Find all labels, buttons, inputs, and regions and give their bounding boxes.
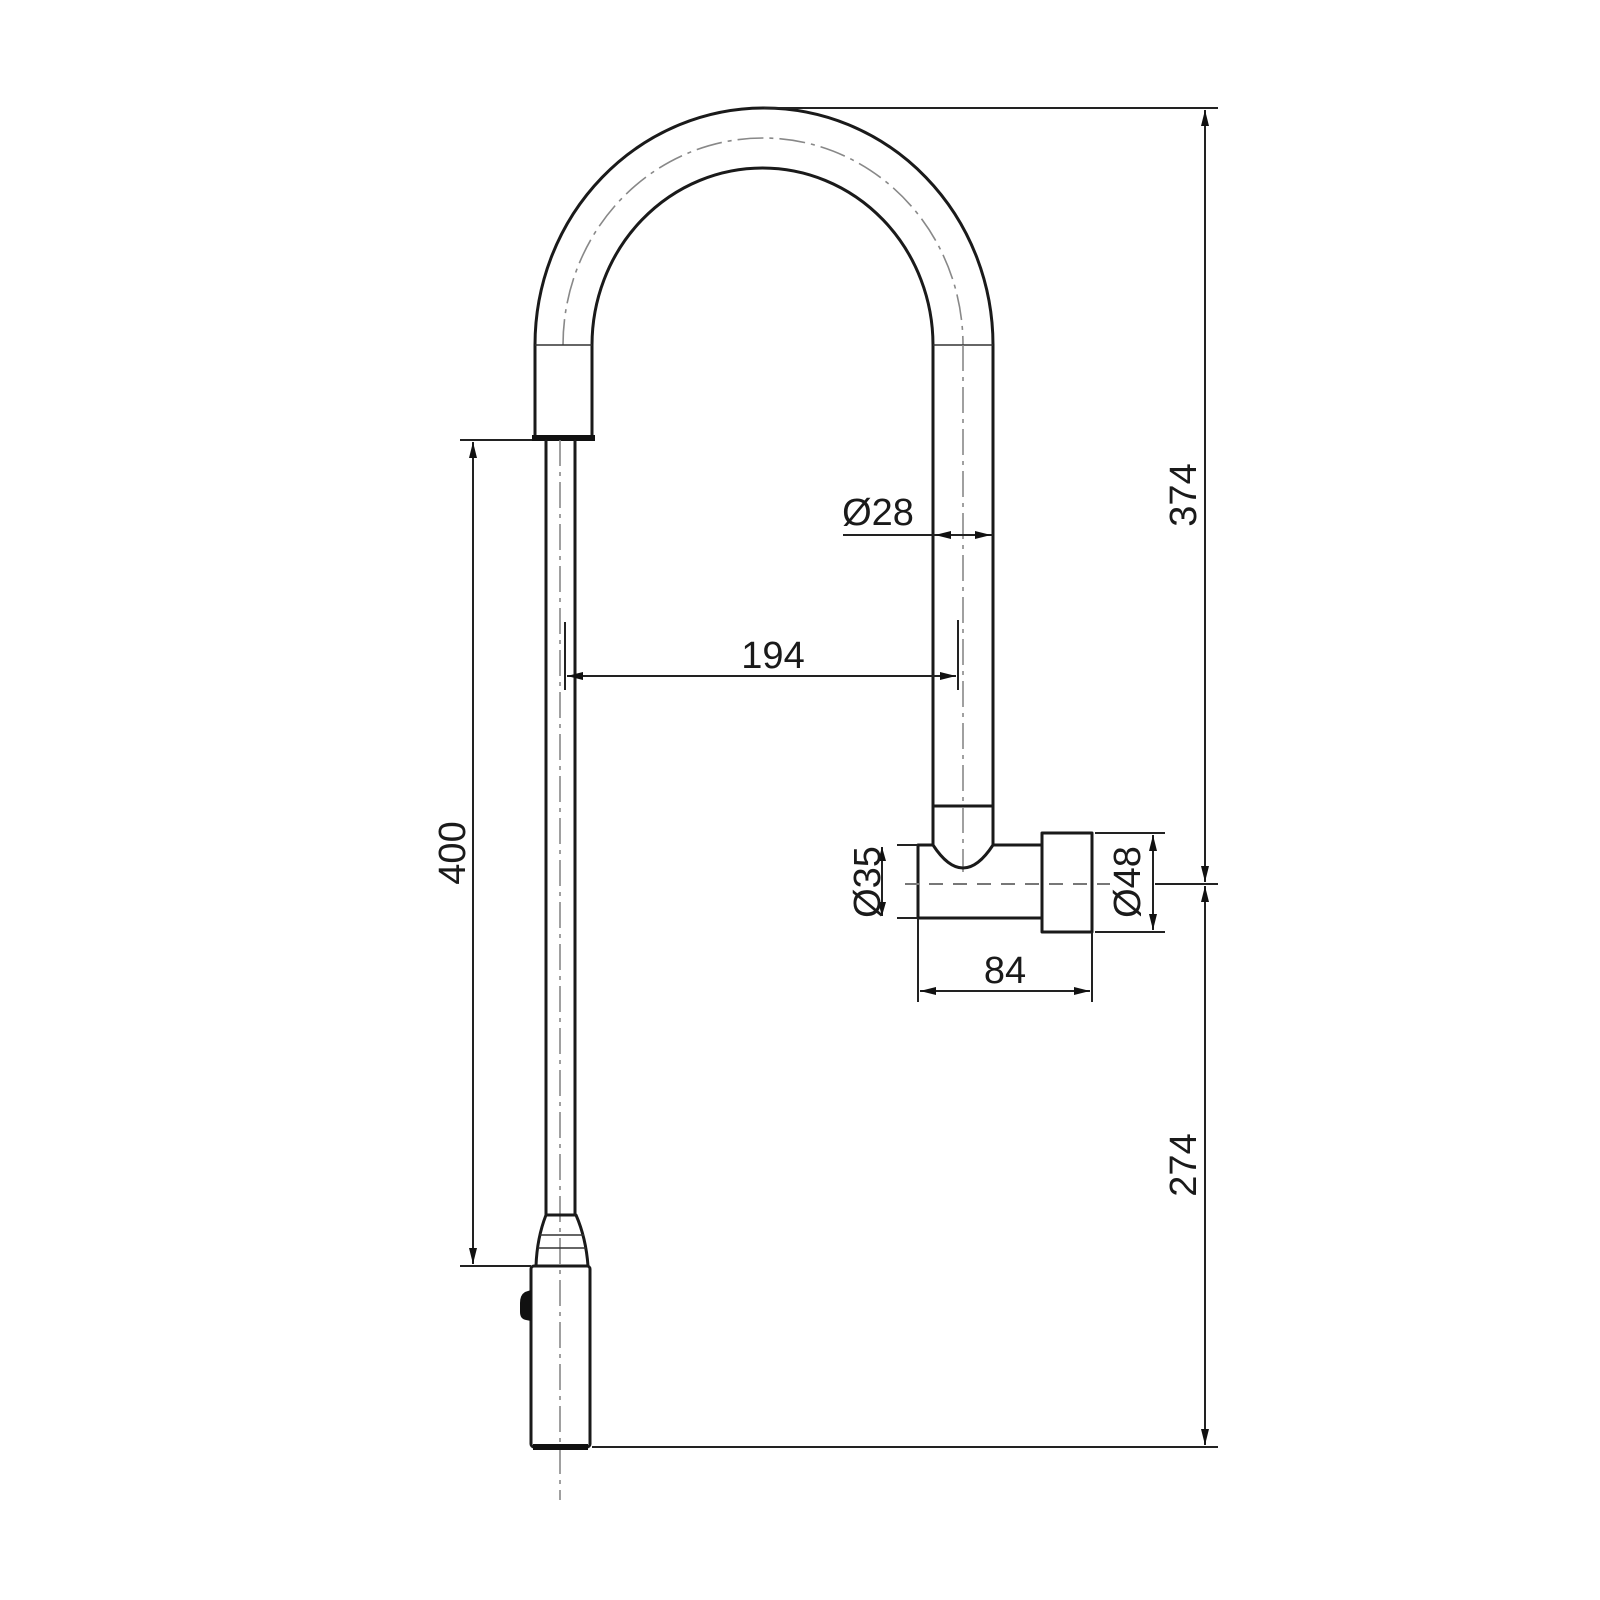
dim-label-diameter-35: Ø35	[847, 846, 889, 918]
dim-label-diameter-28: Ø28	[842, 492, 914, 534]
dimension-diameter-48: Ø48	[1095, 832, 1165, 933]
dim-label-84: 84	[984, 950, 1026, 992]
dim-label-374: 374	[1163, 463, 1205, 526]
dim-label-400: 400	[432, 821, 474, 884]
spout-inner-arc	[590, 166, 935, 347]
spout-centerline	[562, 137, 964, 346]
dimension-diameter-35: Ø35	[847, 844, 918, 919]
dimension-84: 84	[917, 918, 1093, 1002]
spray-head-button	[520, 1290, 531, 1321]
mounting-flange	[1040, 831, 1094, 934]
dimension-374-274: 374 274	[592, 107, 1218, 1448]
wall-mount-body	[905, 831, 1110, 934]
gooseneck-spout	[532, 106, 995, 872]
dimension-400: 400	[432, 439, 532, 1267]
dim-label-274: 274	[1163, 1133, 1205, 1196]
pull-down-hose	[544, 439, 577, 1500]
dimension-diameter-28: Ø28	[842, 492, 993, 539]
dim-label-diameter-48: Ø48	[1107, 846, 1149, 918]
spray-head	[520, 1213, 592, 1450]
dim-label-194: 194	[741, 635, 804, 677]
dimension-194: 194	[564, 620, 959, 690]
spout-outer-arc	[533, 106, 995, 347]
